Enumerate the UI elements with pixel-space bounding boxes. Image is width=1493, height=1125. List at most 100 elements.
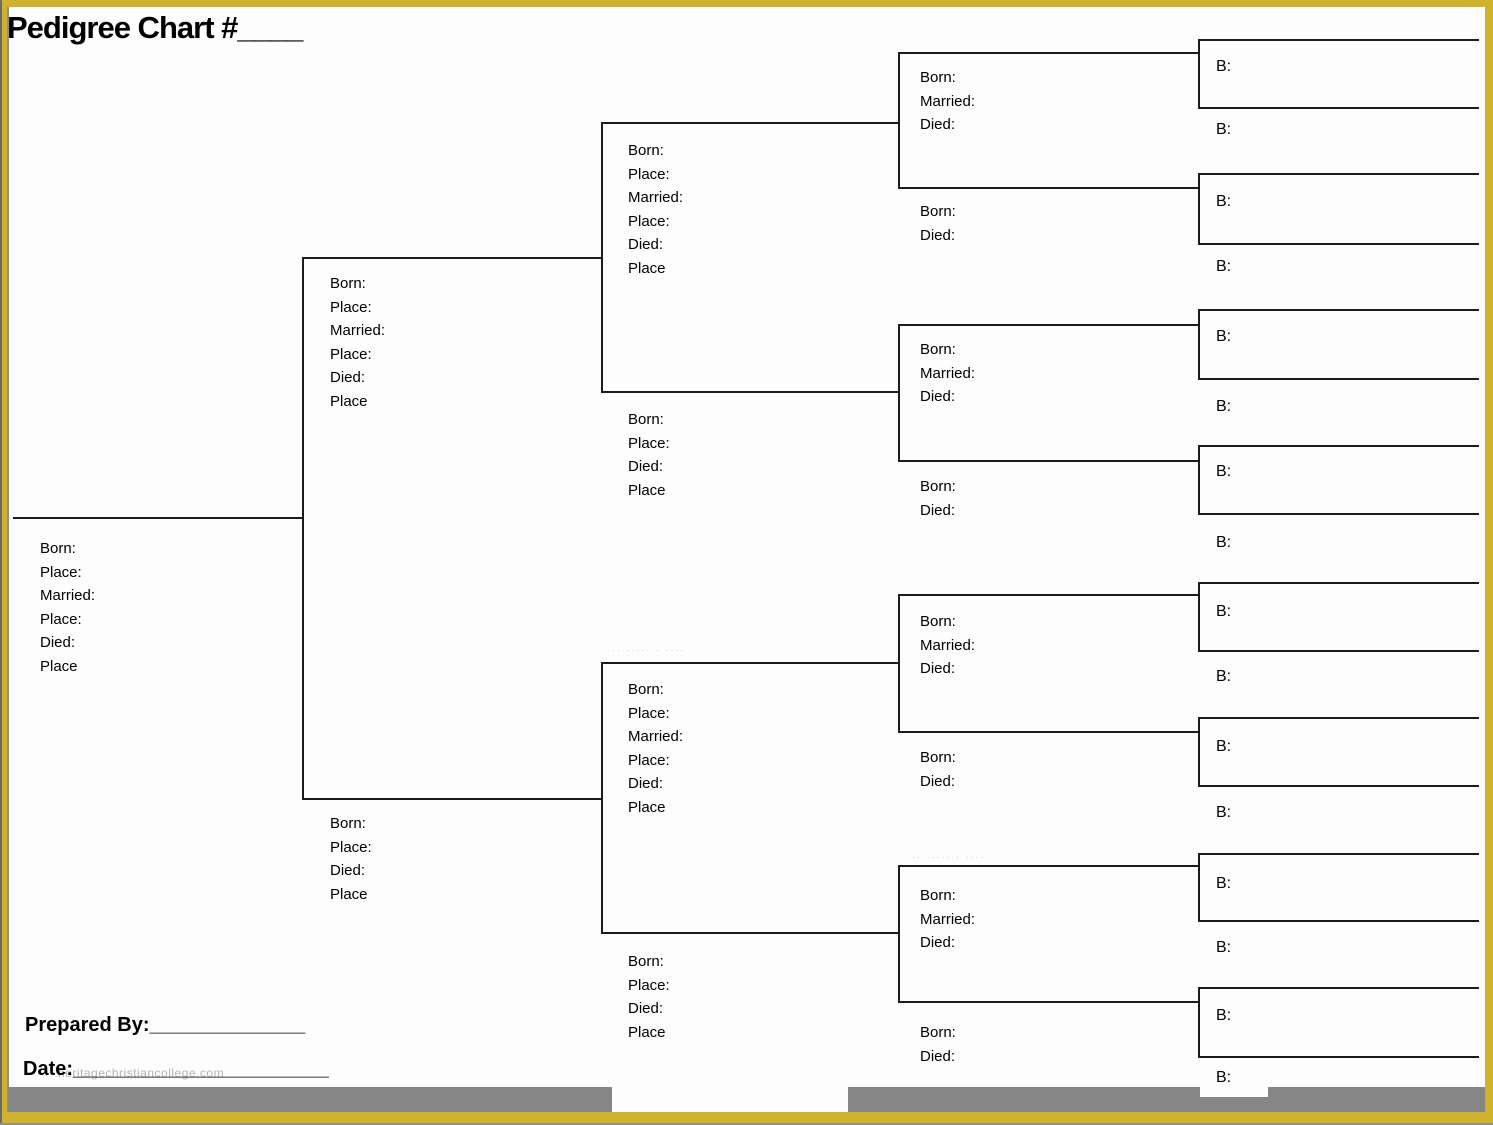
field-label: Place: [330, 345, 372, 363]
field-label: Born: [920, 749, 956, 766]
field-label: B: [1216, 463, 1232, 480]
field-label: Place: [330, 838, 372, 856]
page-bottom-edge [0, 1123, 1493, 1125]
pedigree-connector-line [302, 798, 603, 800]
faint-watermark-mark-1: ·· ····· · ···· [612, 645, 686, 655]
pedigree-connector-line [601, 662, 900, 664]
bottom-bar-white-notch [1200, 1087, 1268, 1097]
person-gen5-gg-grandparent-8: B: [1216, 532, 1231, 554]
pedigree-connector-line [302, 257, 603, 259]
gen5-entry-box [1198, 582, 1479, 652]
field-label: Married: [920, 910, 976, 928]
field-label: Married: [920, 364, 976, 382]
pedigree-marriage-bracket [898, 52, 900, 189]
field-label: B: [1216, 1069, 1232, 1086]
field-label: Place: [330, 298, 372, 316]
field-label: B: [1216, 804, 1232, 821]
field-label: B: [1216, 603, 1232, 620]
pedigree-connector-line [898, 460, 1199, 462]
person-gen4-great-grandfather-3: Born:Married:Died: [920, 610, 975, 681]
gen5-entry-box [1198, 173, 1479, 245]
pedigree-marriage-bracket [898, 324, 900, 462]
pedigree-connector-line [898, 731, 1199, 733]
field-label: B: [1216, 939, 1232, 956]
pedigree-marriage-bracket [601, 662, 603, 934]
person-gen3-maternal-grandfather: Born:Place:Married:Place:Died:Place [628, 678, 683, 819]
field-label: Married: [330, 322, 386, 339]
field-label: Place: [628, 212, 670, 230]
field-label: Born: [920, 1024, 956, 1041]
field-label: B: [1216, 58, 1232, 75]
field-label: Born: [628, 953, 664, 970]
page-left-edge [0, 0, 2, 1125]
gen5-entry-box [1198, 987, 1479, 1058]
person-gen5-gg-grandparent-13: B: [1216, 873, 1231, 895]
field-label: Died: [330, 369, 366, 386]
person-gen5-gg-grandparent-11: B: [1216, 736, 1231, 758]
field-label: Born: [628, 142, 664, 159]
site-watermark: heritagechristiancollege.com [58, 1066, 225, 1080]
pedigree-marriage-bracket [601, 122, 603, 393]
pedigree-connector-line [898, 187, 1199, 189]
date-field: Date:_______________________ [23, 1058, 329, 1080]
frame-right-border [1485, 0, 1493, 1125]
field-label: B: [1216, 121, 1232, 138]
field-label: Died: [920, 772, 956, 790]
person-gen5-gg-grandparent-14: B: [1216, 937, 1231, 959]
gen5-entry-box [1198, 39, 1479, 109]
person-gen5-gg-grandparent-5: B: [1216, 326, 1231, 348]
field-label: B: [1216, 193, 1232, 210]
person-gen3-maternal-grandmother: Born:Place:Died:Place [628, 950, 670, 1044]
person-gen5-gg-grandparent-15: B: [1216, 1005, 1231, 1027]
field-label: Born: [920, 887, 956, 904]
field-label: Place [628, 798, 666, 816]
field-label: Place [330, 392, 368, 410]
field-label: Place [628, 259, 666, 277]
person-gen2-mother: Born:Place:Died:Place [330, 812, 372, 906]
person-gen5-gg-grandparent-10: B: [1216, 666, 1231, 688]
pedigree-connector-line [898, 1001, 1199, 1003]
field-label: Died: [920, 501, 956, 519]
pedigree-connector-line [601, 122, 900, 124]
field-label: Place: [40, 610, 82, 628]
person-gen5-gg-grandparent-12: B: [1216, 802, 1231, 824]
person-gen5-gg-grandparent-4: B: [1216, 256, 1231, 278]
field-label: Married: [628, 728, 684, 745]
person-gen4-great-grandfather-2: Born: Married: Died: [920, 338, 975, 409]
field-label: Born: [40, 540, 76, 557]
person-gen5-gg-grandparent-9: B: [1216, 601, 1231, 623]
pedigree-marriage-bracket [898, 594, 900, 733]
field-label: Born: [330, 815, 366, 832]
person-gen3-paternal-grandfather: Born:Place:Married:Place:Died:Place [628, 139, 683, 280]
field-label: Place: [40, 563, 82, 581]
person-gen4-great-grandfather-4: Born: Married: Died: [920, 884, 975, 955]
field-label: Place: [628, 165, 670, 183]
field-label: Died: [628, 458, 664, 475]
field-label: Died: [920, 388, 956, 405]
person-gen4-great-grandmother-3: Born: Died: [920, 746, 956, 793]
pedigree-connector-line [898, 594, 1199, 596]
field-label: Died: [920, 660, 956, 677]
person-gen2-father: Born:Place:Married:Place:Died:Place [330, 272, 385, 413]
field-label: B: [1216, 398, 1232, 415]
gen5-entry-box [1198, 309, 1479, 380]
field-label: Place: [628, 976, 670, 994]
field-label: B: [1216, 738, 1232, 755]
field-label: Died: [920, 934, 956, 951]
field-label: Place: [628, 434, 670, 452]
field-label: Died: [920, 116, 956, 133]
pedigree-marriage-bracket [898, 865, 900, 1003]
person-gen5-gg-grandparent-6: B: [1216, 396, 1231, 418]
person-gen5-gg-grandparent-3: B: [1216, 191, 1231, 213]
field-label: Died: [920, 226, 956, 244]
field-label: Born: [920, 341, 956, 358]
field-label: Born: [920, 478, 956, 495]
person-gen5-gg-grandparent-2: B: [1216, 119, 1231, 141]
field-label: Died: [628, 775, 664, 792]
field-label: Born: [628, 681, 664, 698]
person-gen5-gg-grandparent-1: B: [1216, 56, 1231, 78]
frame-top-border [0, 0, 1493, 7]
pedigree-marriage-bracket [302, 257, 304, 800]
person-gen4-great-grandfather-1: Born:Married:Died: [920, 66, 975, 137]
